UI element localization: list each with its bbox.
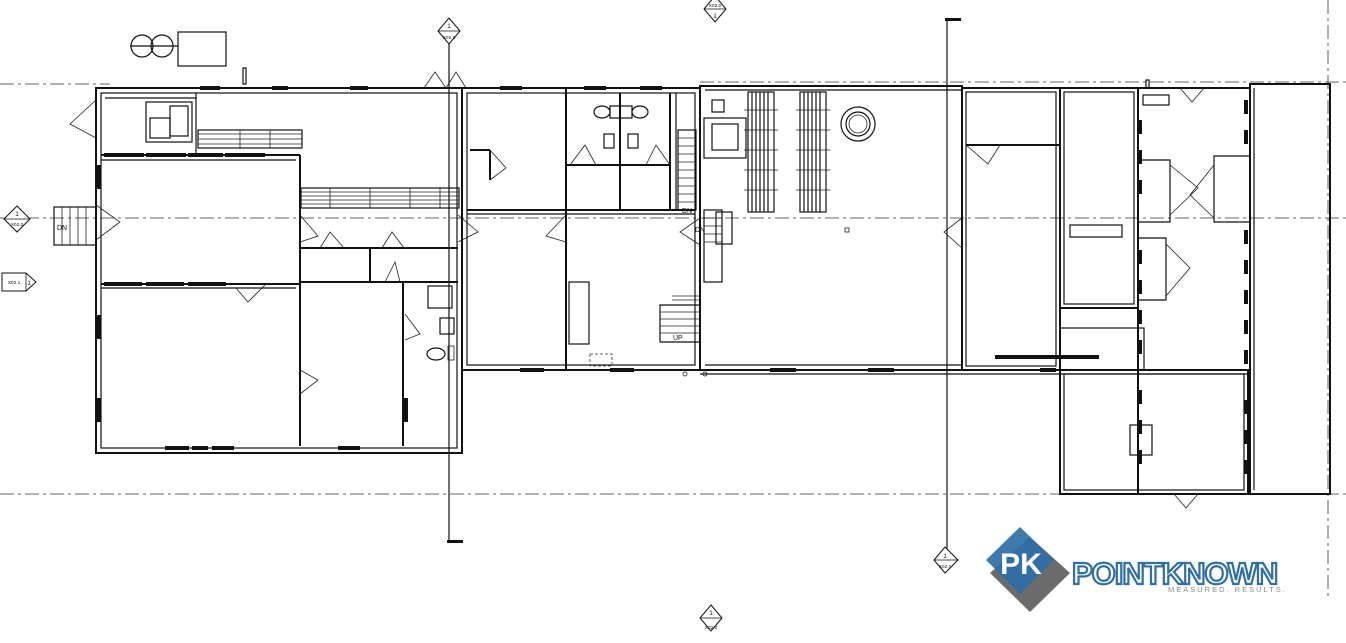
view-tag-bottom-mid[interactable]: 1 X02.0 [699,604,723,632]
stair-label-dn-east: DN [695,227,705,234]
pointknown-logo: PK POINTKNOWN MEASURED. RESULTS. [986,527,1287,612]
stair-label-dn-center: DN [682,208,692,215]
west-doors [69,71,479,395]
grid-lines [0,0,1346,600]
center-fixtures [568,105,649,367]
east-wing [1059,79,1331,509]
view-tag-ref: X02.0 [11,222,24,228]
view-tag-number: 1 [709,610,713,617]
view-tag-ref: X02.0 [705,625,718,631]
logo-emblem-blue [986,527,1054,594]
west-windows [97,86,408,450]
east-block-walls [961,87,1145,371]
center-block-walls [461,87,701,371]
view-tag-ref: X02.0 [709,3,722,9]
west-fixtures [130,31,460,361]
view-tag-top-mid[interactable]: X02.0 1 [703,0,727,23]
west-entry-stair [53,206,97,246]
logo-wordmark: POINTKNOWN [1072,556,1277,591]
logo-monogram: PK [1000,548,1042,581]
view-tag-ref: X02.1 [8,280,21,286]
east-wing-closets [1138,155,1250,301]
stair-label-dn-west: DN [57,225,67,232]
logo-tagline: MEASURED. RESULTS. [1168,585,1287,594]
view-tag-top-left[interactable]: 1 X02.0 [437,17,461,45]
view-tag-side[interactable]: X02.1 1 [1,272,37,292]
hall-racks [744,91,830,213]
stair-labels: DN DN DN UP [57,208,705,342]
view-tag-ref: X02.1 [939,564,952,570]
center-windows [500,86,662,372]
view-tag-number: 1 [713,13,717,20]
center-stairs [659,129,733,343]
view-tag-ref: X02.0 [443,35,456,41]
view-tag-number: 1 [943,553,947,560]
view-tag-left[interactable]: 1 X02.0 [3,205,31,233]
hall-openings [682,217,1056,377]
view-tag-number: 1 [447,23,451,30]
hall-walls [699,85,1250,375]
east-wing-bays [1138,100,1248,474]
view-tag-bottom-right[interactable]: 1 X02.1 [933,546,959,574]
view-tag-number: 1 [27,280,31,287]
stair-label-up-center: UP [673,335,683,342]
view-tag-number: 1 [15,211,19,218]
center-doors [489,144,701,246]
